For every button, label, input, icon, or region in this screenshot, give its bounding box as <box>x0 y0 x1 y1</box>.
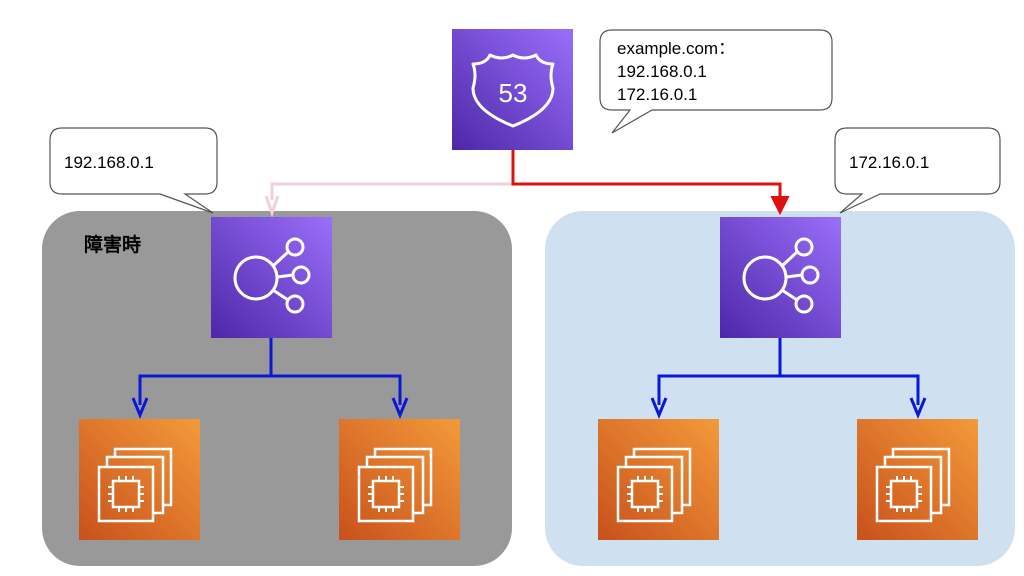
load-balancer-icon <box>211 217 332 338</box>
lb-to-instances-failed <box>131 338 409 419</box>
ec2-instance-icon <box>337 417 462 542</box>
ec2-instance-icon <box>77 417 202 542</box>
left-ip-callout <box>49 127 218 214</box>
right-ip-callout <box>834 127 1001 214</box>
dns-ip-line-1: 192.168.0.1 <box>617 62 707 81</box>
lb-to-instances-active <box>650 338 927 419</box>
load-balancer-icon <box>720 217 841 338</box>
dns-callout <box>599 29 833 134</box>
route53-badge-text: 53 <box>499 78 528 108</box>
ec2-instance-icon <box>596 417 721 542</box>
dns-callout-text: example.com： 192.168.0.1 172.16.0.1 <box>617 37 735 106</box>
ec2-instance-icon <box>855 417 980 542</box>
left-ip-callout-text: 192.168.0.1 <box>64 153 154 172</box>
route-to-active-line <box>511 150 790 216</box>
route53-shield-icon <box>452 29 573 150</box>
right-ip-callout-text: 172.16.0.1 <box>849 153 930 172</box>
dns-ip-line-2: 172.16.0.1 <box>617 85 698 104</box>
route-to-failed-line <box>264 150 515 218</box>
dns-domain-line: example.com： <box>617 39 736 58</box>
failed-region-label: 障害時 <box>84 235 142 256</box>
